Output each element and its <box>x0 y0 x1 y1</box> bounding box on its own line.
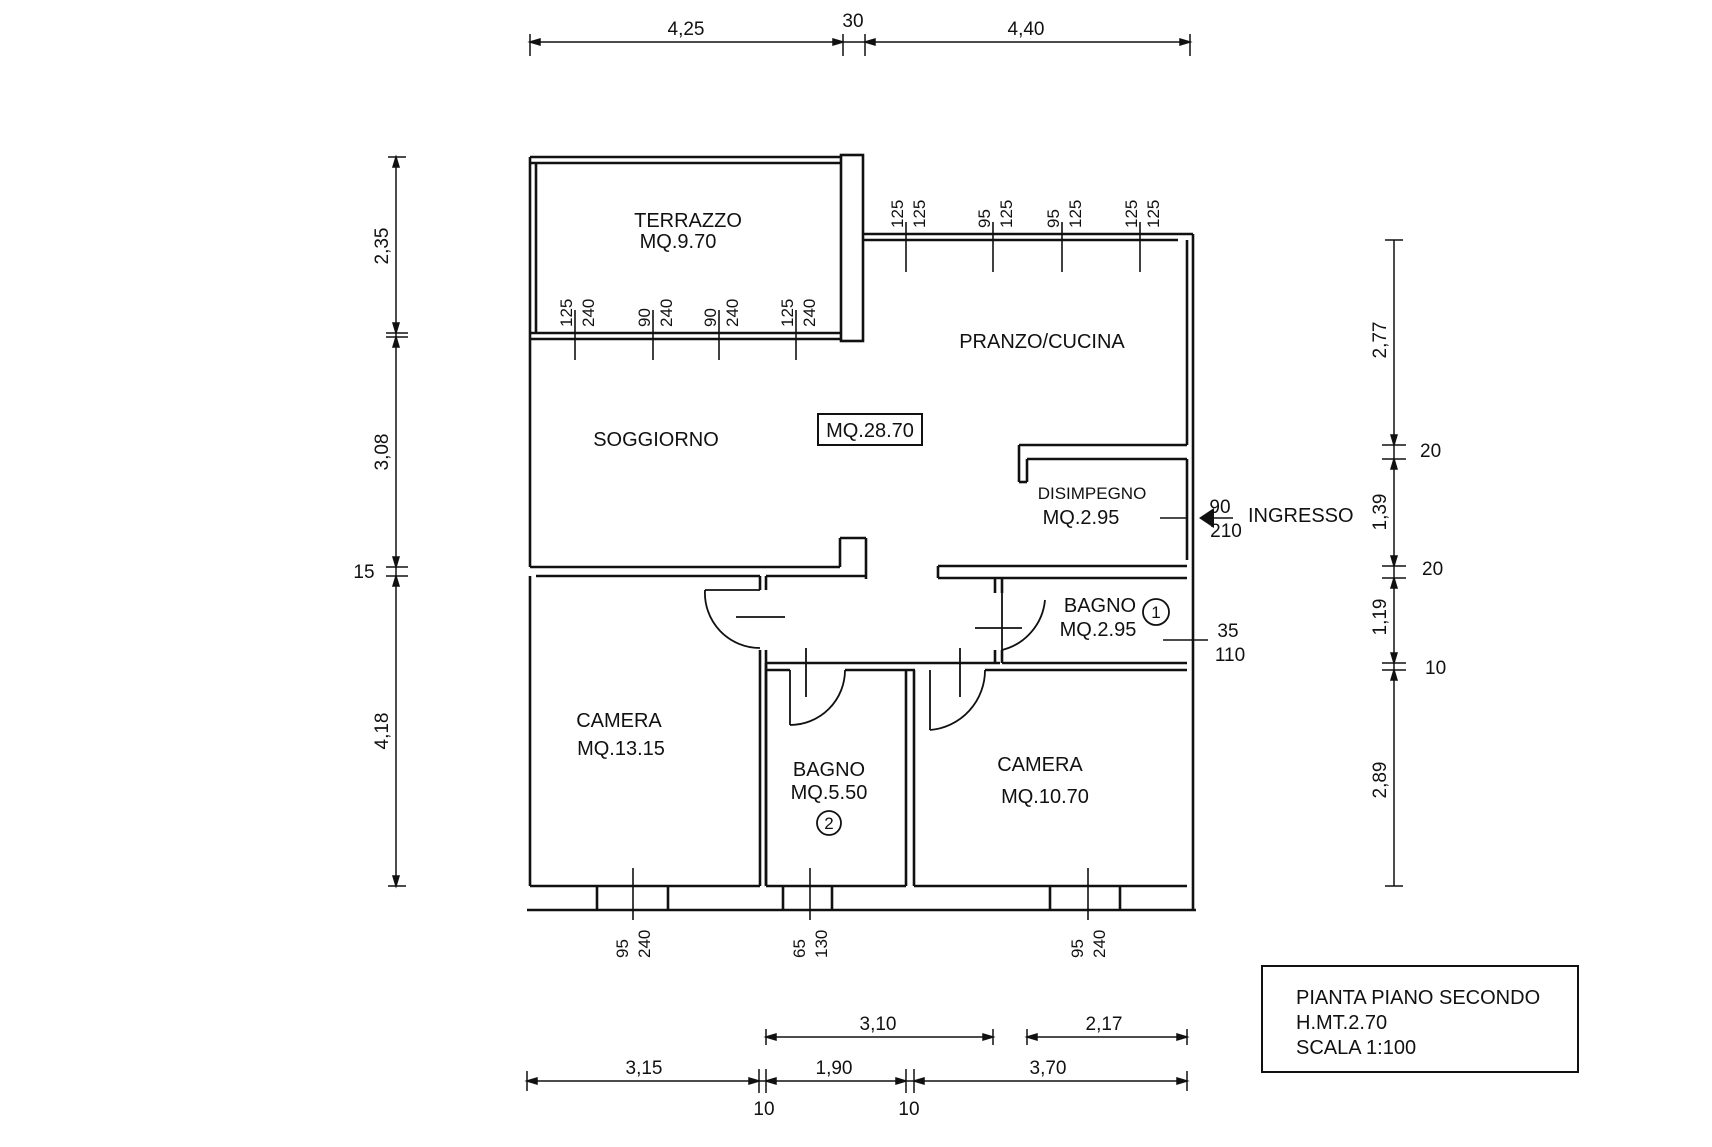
right-dim-b: 20 <box>1420 441 1441 462</box>
bottom-dim-r2a: 3,15 <box>626 1058 663 1079</box>
bagno1-marker-circle <box>1142 598 1170 626</box>
bagno2-marker: 2 <box>824 814 833 833</box>
opening-5-h: 240 <box>579 299 598 327</box>
opening-11-w: 95 <box>1068 939 1087 958</box>
door-bagno-1 <box>1001 593 1046 651</box>
opening-10-h: 130 <box>812 930 831 958</box>
camera1-area: MQ.13.15 <box>577 738 665 760</box>
camera2-name: CAMERA <box>997 754 1083 776</box>
opening-9-h: 240 <box>635 930 654 958</box>
terrazzo-name: TERRAZZO <box>634 210 742 232</box>
top-dim-c: 4,40 <box>1008 19 1045 40</box>
entrance-height: 210 <box>1210 521 1242 542</box>
door-camera-left <box>704 589 761 649</box>
opening-9-w: 95 <box>613 939 632 958</box>
bagno1-area: MQ.2.95 <box>1060 619 1137 641</box>
opening-10-w: 65 <box>790 939 809 958</box>
opening-2-h: 125 <box>997 200 1016 228</box>
right-dim-g: 2,89 <box>1370 762 1391 799</box>
bagno2-marker-circle <box>816 810 842 836</box>
bottom-dim-r2c: 3,70 <box>1030 1058 1067 1079</box>
bottom-dim-r1b: 2,17 <box>1086 1014 1123 1035</box>
entrance-arrow <box>1199 508 1214 528</box>
opening-6-w: 90 <box>635 308 654 327</box>
opening-4-h: 125 <box>1144 200 1163 228</box>
right-dim-a: 2,77 <box>1370 322 1391 359</box>
opening-8-h: 240 <box>800 299 819 327</box>
terrazzo-area: MQ.9.70 <box>640 231 717 253</box>
dimension-lines <box>386 34 1406 1093</box>
dimension-labels: 4,25 30 4,40 2,35 3,08 15 4,18 2,77 20 1… <box>353 11 1446 1120</box>
opening-7-w: 90 <box>701 308 720 327</box>
disimpegno-name: DISIMPEGNO <box>1038 484 1147 503</box>
top-dim-b: 30 <box>842 11 863 32</box>
opening-5-w: 125 <box>557 299 576 327</box>
right-dim-e: 1,19 <box>1370 599 1391 636</box>
soggiorno-area-box <box>817 413 923 446</box>
opening-8-w: 125 <box>778 299 797 327</box>
opening-6-h: 240 <box>657 299 676 327</box>
title-block-line-2: H.MT.2.70 <box>1296 1012 1387 1034</box>
left-dim-d: 4,18 <box>372 713 393 750</box>
bottom-dim-r2b: 1,90 <box>816 1058 853 1079</box>
entrance-label: INGRESSO <box>1248 505 1354 527</box>
opening-ticks <box>574 222 1208 920</box>
disimpegno-area: MQ.2.95 <box>1043 507 1120 529</box>
bagno1-window-h: 110 <box>1215 645 1245 666</box>
bagno1-marker: 1 <box>1151 603 1160 622</box>
bottom-dim-r1a: 3,10 <box>860 1014 897 1035</box>
camera2-area: MQ.10.70 <box>1001 786 1089 808</box>
left-dim-c: 15 <box>353 562 374 583</box>
bagno1-window-w: 35 <box>1217 621 1238 642</box>
bagno2-name: BAGNO <box>793 759 865 781</box>
opening-labels: 125 125 95 125 95 125 125 125 125 240 90… <box>557 200 1163 958</box>
bagno1-name: BAGNO <box>1064 595 1136 617</box>
opening-2-w: 95 <box>975 209 994 228</box>
opening-1-w: 125 <box>888 200 907 228</box>
left-dim-b: 3,08 <box>372 434 393 471</box>
bottom-dim-t2: 10 <box>898 1099 919 1120</box>
opening-11-h: 240 <box>1090 930 1109 958</box>
soggiorno-name: SOGGIORNO <box>593 429 719 451</box>
opening-4-w: 125 <box>1122 200 1141 228</box>
top-dim-a: 4,25 <box>668 19 705 40</box>
bagno2-area: MQ.5.50 <box>791 782 868 804</box>
title-block-line-3: SCALA 1:100 <box>1296 1037 1416 1059</box>
title-block: PIANTA PIANO SECONDO H.MT.2.70 SCALA 1:1… <box>1261 965 1579 1073</box>
pranzo-name: PRANZO/CUCINA <box>959 331 1125 353</box>
title-block-line-1: PIANTA PIANO SECONDO <box>1296 987 1540 1009</box>
entrance-width: 90 <box>1209 497 1230 518</box>
door-bagno-2 <box>789 669 846 726</box>
right-dim-c: 1,39 <box>1370 494 1391 531</box>
door-camera-right <box>929 669 986 731</box>
bottom-dim-t1: 10 <box>753 1099 774 1120</box>
doors <box>704 589 1046 731</box>
soggiorno-area: MQ.28.70 <box>826 420 914 442</box>
right-dim-d: 20 <box>1422 559 1443 580</box>
room-labels: TERRAZZO MQ.9.70 PRANZO/CUCINA SOGGIORNO… <box>576 210 1354 836</box>
left-dim-a: 2,35 <box>372 228 393 265</box>
right-dim-f: 10 <box>1425 658 1446 679</box>
opening-1-h: 125 <box>910 200 929 228</box>
opening-7-h: 240 <box>723 299 742 327</box>
walls <box>527 153 1196 912</box>
opening-3-w: 95 <box>1044 209 1063 228</box>
opening-3-h: 125 <box>1066 200 1085 228</box>
camera1-name: CAMERA <box>576 710 662 732</box>
